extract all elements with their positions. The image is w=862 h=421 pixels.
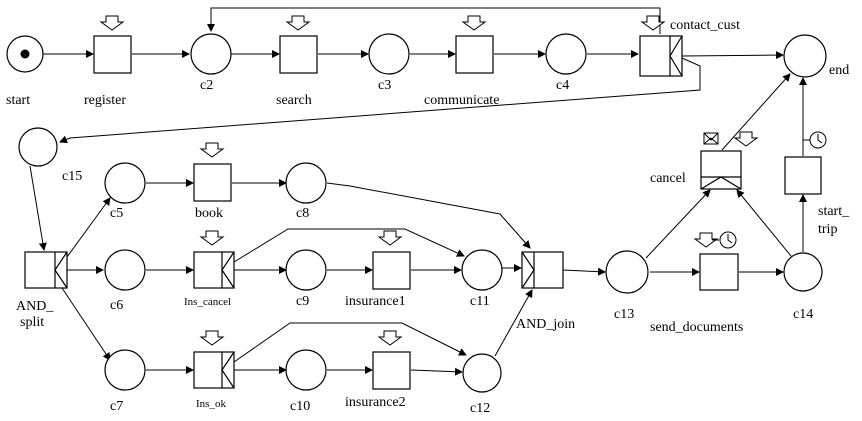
label-and-join: AND_join xyxy=(516,317,575,332)
label-book: book xyxy=(195,206,223,221)
transition-search xyxy=(279,35,318,74)
label-start-trip-1: start_ xyxy=(818,204,850,219)
arc-and-join-c13 xyxy=(562,267,606,276)
down-arrow-icon xyxy=(461,15,487,31)
transition-communicate xyxy=(455,35,494,74)
down-arrow-icon xyxy=(377,230,403,246)
label-start: start xyxy=(6,93,30,108)
arc-ins-cancel-c11 xyxy=(233,228,465,263)
place-c14 xyxy=(783,252,823,292)
down-arrow-icon xyxy=(199,142,225,158)
clock-icon xyxy=(719,231,737,249)
clock-icon xyxy=(809,131,827,149)
arc-c15-and-split xyxy=(29,165,47,251)
transition-register xyxy=(93,35,132,74)
arc-and-split-c7 xyxy=(61,287,111,361)
place-c5 xyxy=(104,162,146,204)
place-c11 xyxy=(461,249,503,291)
label-c7: c7 xyxy=(110,399,123,414)
label-communicate: communicate xyxy=(424,93,499,108)
token xyxy=(20,49,30,59)
place-c2 xyxy=(190,33,232,75)
transition-book xyxy=(193,163,232,202)
down-arrow-icon xyxy=(733,131,759,147)
place-c6 xyxy=(104,249,146,291)
label-c13: c13 xyxy=(614,307,634,322)
place-c13 xyxy=(605,250,649,294)
transition-insurance1 xyxy=(372,251,411,290)
arc-c14-cancel xyxy=(736,189,792,257)
place-c3 xyxy=(368,33,410,75)
label-c5: c5 xyxy=(110,206,123,221)
transition-contact-cust xyxy=(639,35,683,77)
arc-cancel-end xyxy=(721,73,791,151)
label-and-split-2: split xyxy=(20,315,44,330)
label-c3: c3 xyxy=(378,78,391,93)
label-c12: c12 xyxy=(470,401,490,416)
transition-insurance2 xyxy=(372,351,411,390)
down-arrow-icon xyxy=(377,330,403,346)
down-arrow-icon xyxy=(640,15,666,31)
place-c10 xyxy=(285,349,327,391)
transition-start-trip xyxy=(784,156,822,195)
place-c8 xyxy=(285,162,327,204)
transition-and-split xyxy=(24,251,68,289)
label-cancel: cancel xyxy=(650,171,686,186)
label-c2: c2 xyxy=(200,78,213,93)
down-arrow-icon xyxy=(99,15,125,31)
label-c8: c8 xyxy=(296,206,309,221)
envelope-icon xyxy=(703,132,719,145)
arc-insurance2-c12 xyxy=(410,367,463,376)
place-c9 xyxy=(285,249,327,291)
arc-c8-and-join xyxy=(326,182,531,249)
label-c4: c4 xyxy=(556,78,569,93)
transition-cancel xyxy=(700,150,742,190)
label-c14: c14 xyxy=(793,307,813,322)
transition-send-documents xyxy=(699,253,739,291)
transition-ins-cancel xyxy=(193,251,235,289)
label-c11: c11 xyxy=(470,294,490,309)
arc-contact-cust-c15 xyxy=(59,57,701,144)
place-c7 xyxy=(104,349,146,391)
label-send-documents: send_documents xyxy=(650,320,743,335)
arc-c12-and-join xyxy=(494,289,533,357)
label-insurance1: insurance1 xyxy=(345,294,406,309)
label-ins-ok: Ins_ok xyxy=(196,398,226,410)
place-c12 xyxy=(462,353,502,393)
arcs xyxy=(29,7,807,376)
label-c10: c10 xyxy=(290,399,310,414)
transition-and-join xyxy=(521,251,564,289)
label-and-split-1: AND_ xyxy=(16,299,54,314)
label-search: search xyxy=(276,93,312,108)
label-end: end xyxy=(829,63,849,78)
down-arrow-icon xyxy=(693,232,719,248)
down-arrow-icon xyxy=(199,230,225,246)
label-register: register xyxy=(84,93,126,108)
arc-contact-cust-end xyxy=(681,51,784,60)
arc-c13-cancel xyxy=(645,189,711,259)
place-end xyxy=(783,34,827,78)
place-c15 xyxy=(18,127,58,167)
arc-contact-cust-c2 xyxy=(207,7,661,34)
label-start-trip-2: trip xyxy=(818,222,837,237)
place-c4 xyxy=(545,33,587,75)
label-contact-cust: contact_cust xyxy=(670,18,740,33)
arc-ins-ok-c12 xyxy=(233,322,467,363)
down-arrow-icon xyxy=(199,330,225,346)
label-insurance2: insurance2 xyxy=(345,395,406,410)
label-c9: c9 xyxy=(296,294,309,309)
transition-ins-ok xyxy=(193,351,235,389)
arc-and-split-c5 xyxy=(66,197,111,258)
down-arrow-icon xyxy=(285,15,311,31)
label-ins-cancel: Ins_cancel xyxy=(184,296,231,308)
label-c15: c15 xyxy=(62,169,82,184)
label-c6: c6 xyxy=(110,298,123,313)
